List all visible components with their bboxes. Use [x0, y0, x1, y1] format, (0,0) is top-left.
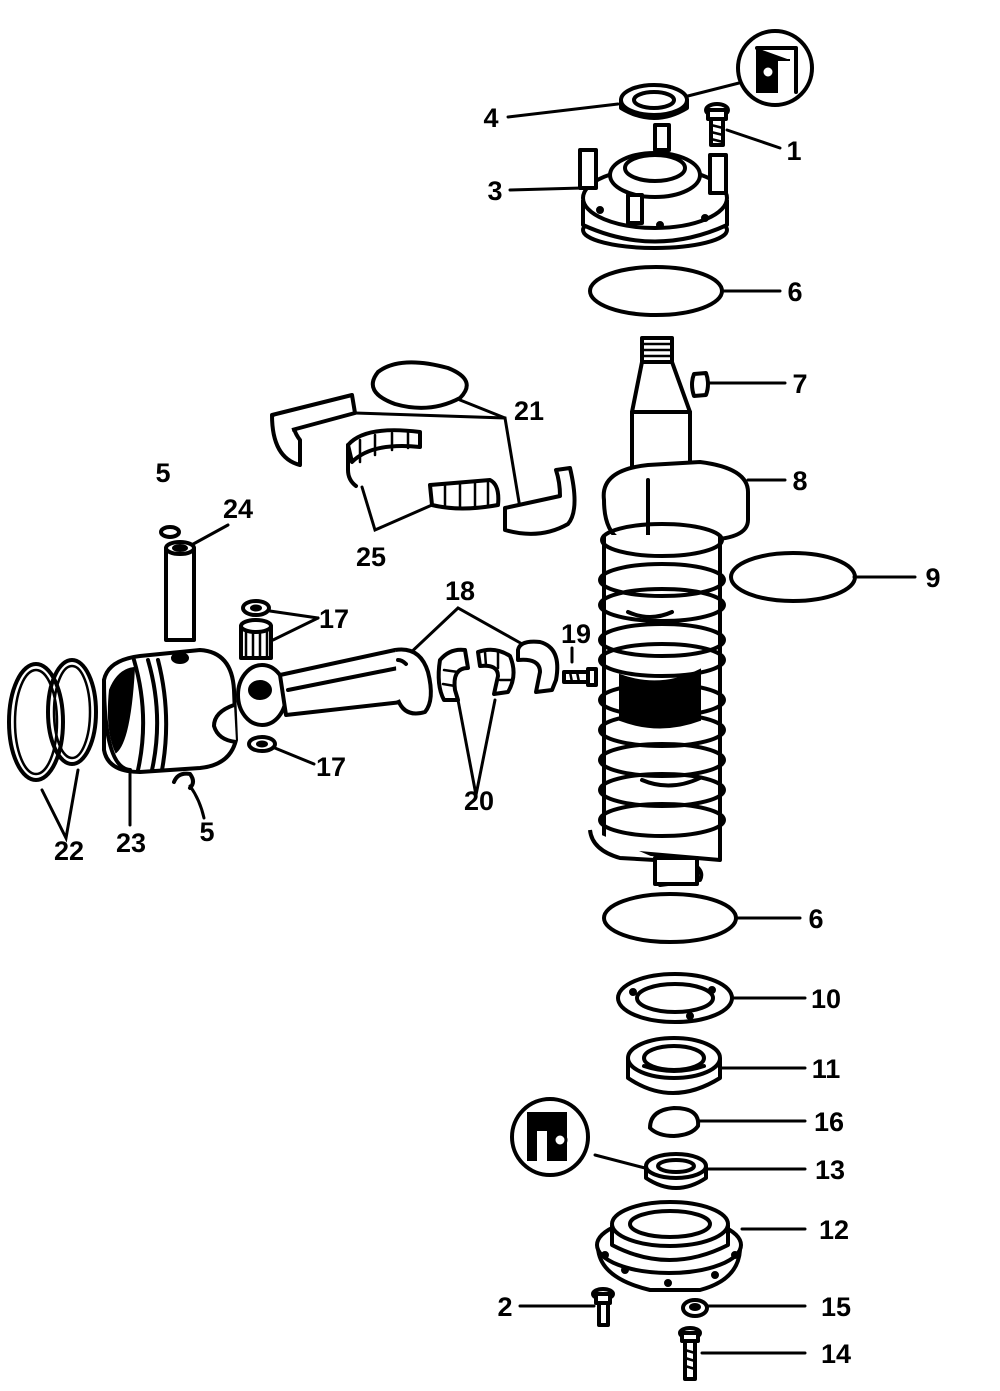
leader-20: [456, 698, 497, 796]
part-16-retaining-ring: [648, 1106, 701, 1138]
leader-21-b: [458, 398, 507, 420]
leader-1: [725, 128, 782, 150]
callout-2: 2: [497, 1292, 512, 1322]
part-15-washer: [681, 1298, 709, 1318]
callout-14: 14: [821, 1339, 851, 1369]
seal-detail-bottom: [510, 1097, 590, 1177]
seal-detail-top: [736, 29, 814, 107]
part-23-piston: [102, 648, 238, 774]
part-21-bearing-half-right: [503, 466, 577, 536]
leader-detail-top: [678, 80, 745, 100]
callout-23: 23: [116, 828, 146, 858]
part-20-needle-bearing-right: [476, 647, 516, 696]
callout-3: 3: [487, 176, 502, 206]
callout-17-upper: 17: [319, 604, 349, 634]
part-17-needle-bearing: [239, 618, 273, 660]
leader-5b: [188, 784, 206, 820]
part-17-washer-lower: [247, 735, 277, 753]
callout-labels: 1 2 3 4 5 5 6 6 7 8 9 10 11 12 13 14 15 …: [54, 103, 941, 1369]
callout-1: 1: [786, 136, 801, 166]
part-25-needle-bearing-upper: [346, 428, 422, 488]
leader-18: [403, 606, 526, 660]
callout-15: 15: [821, 1292, 851, 1322]
callout-10: 10: [811, 984, 841, 1014]
part-14-bolt: [678, 1326, 702, 1381]
callout-25: 25: [356, 542, 386, 572]
part-17-washer-upper: [241, 599, 271, 617]
callout-17-lower: 17: [316, 752, 346, 782]
part-1-screw: [704, 102, 730, 147]
part-7-key: [690, 371, 710, 398]
leader-22: [40, 768, 80, 843]
part-22-piston-rings: [7, 658, 98, 782]
leader-25: [360, 485, 434, 533]
callout-24: 24: [223, 494, 253, 524]
callout-9: 9: [925, 563, 940, 593]
callout-5-upper: 5: [155, 458, 170, 488]
part-6-o-ring-lower: [602, 892, 738, 944]
callout-18: 18: [445, 576, 475, 606]
part-10-plate: [616, 972, 734, 1024]
callout-16: 16: [814, 1107, 844, 1137]
callout-6-upper: 6: [787, 277, 802, 307]
part-2-screw: [591, 1287, 615, 1327]
part-5-clip-lower: [172, 771, 195, 790]
part-3-upper-bearing-housing: [578, 123, 729, 250]
part-6-o-ring-upper: [588, 265, 724, 317]
callout-11: 11: [812, 1054, 841, 1084]
part-19-screw: [562, 667, 598, 687]
part-21-retaining-ring: [370, 360, 469, 410]
part-18-rod-cap: [516, 639, 560, 694]
part-12-lower-bearing-housing: [595, 1200, 743, 1292]
part-24-piston-pin: [164, 540, 196, 642]
leader-3: [508, 186, 584, 192]
callout-6-lower: 6: [808, 904, 823, 934]
part-25-needle-bearing-lower: [428, 478, 501, 511]
part-4-oil-seal: [619, 83, 689, 120]
part-21-bearing-half-left: [270, 393, 357, 467]
leader-17b: [268, 744, 316, 766]
callout-8: 8: [792, 466, 807, 496]
part-5-clip-upper: [159, 525, 181, 539]
callout-13: 13: [815, 1155, 845, 1185]
callout-19: 19: [561, 619, 591, 649]
leader-4: [506, 102, 620, 119]
part-8-crankshaft: [588, 336, 750, 887]
part-20-needle-bearing-left: [436, 647, 470, 702]
leader-17a-2: [271, 616, 320, 642]
leader-detail-bottom: [593, 1153, 647, 1170]
callout-4: 4: [483, 103, 498, 133]
part-9-ring: [729, 551, 857, 603]
callout-22: 22: [54, 836, 84, 866]
callout-20: 20: [464, 786, 494, 816]
part-11-ball-bearing: [626, 1036, 722, 1095]
callout-21: 21: [514, 396, 544, 426]
part-13-lower-seal: [644, 1152, 708, 1190]
callout-12: 12: [819, 1215, 849, 1245]
callout-7: 7: [792, 369, 807, 399]
leader-17a-1: [261, 608, 320, 620]
part-18-connecting-rod: [236, 647, 433, 727]
callout-5-lower: 5: [199, 817, 214, 847]
leader-lines: [40, 80, 917, 1355]
